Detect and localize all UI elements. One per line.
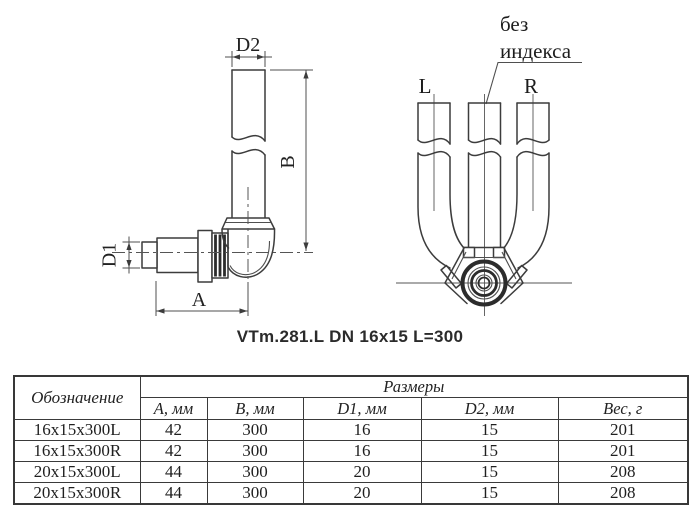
table-row: 20x15x300L 44 300 20 15 208	[13, 461, 689, 483]
cell-b: 300	[206, 482, 304, 505]
dim-d2: D2	[225, 34, 272, 67]
cell-a: 42	[139, 419, 208, 441]
outer-ring	[460, 259, 508, 307]
dim-a: A	[155, 281, 249, 316]
table-row: 20x15x300R 44 300 20 15 208	[13, 482, 689, 505]
cell-d1: 20	[302, 482, 422, 505]
header-designation: Обозначение	[13, 375, 141, 420]
dim-a-label: A	[192, 289, 207, 311]
right-pipe	[501, 102, 550, 269]
no-index-annotation: без индекса	[485, 12, 582, 105]
cell-weight: 208	[557, 482, 689, 505]
cell-a: 44	[139, 482, 208, 505]
cell-a: 42	[139, 440, 208, 462]
cell-weight: 201	[557, 419, 689, 441]
side-view: D2	[99, 34, 313, 316]
cell-d2: 15	[420, 440, 559, 462]
cell-designation: 16x15x300L	[13, 419, 141, 441]
cell-weight: 201	[557, 440, 689, 462]
fitting-flange-nut	[197, 229, 213, 283]
table-row: 16x15x300R 42 300 16 15 201	[13, 440, 689, 462]
cell-designation: 20x15x300R	[13, 482, 141, 505]
nut-chamfer-left	[440, 264, 463, 289]
cell-d1: 20	[302, 461, 422, 483]
union-nut-end-view	[440, 246, 528, 307]
cell-d1: 16	[302, 419, 422, 441]
cell-a: 44	[139, 461, 208, 483]
dim-b-label: B	[277, 155, 299, 168]
leader-line	[485, 61, 582, 105]
fitting-main-body	[156, 237, 199, 274]
cell-b: 300	[206, 419, 304, 441]
dimensions-table: Обозначение Размеры A, мм B, мм D1, мм D…	[13, 375, 690, 505]
cell-d2: 15	[420, 419, 559, 441]
nut-chamfer-right	[505, 264, 528, 289]
dim-b: B	[270, 69, 313, 251]
fitting-port-stub	[141, 241, 158, 269]
cell-designation: 20x15x300L	[13, 461, 141, 483]
cell-b: 300	[206, 440, 304, 462]
table-row: 16x15x300L 42 300 16 15 201	[13, 419, 689, 441]
bore-circle	[477, 276, 491, 290]
dim-d1-label: D1	[99, 243, 121, 267]
cell-b: 300	[206, 461, 304, 483]
left-orientation-label: L	[419, 74, 432, 98]
header-sizes: Размеры	[139, 375, 689, 398]
right-orientation-label: R	[524, 74, 538, 98]
product-caption: VTm.281.L DN 16x15 L=300	[236, 327, 464, 346]
cell-d2: 15	[420, 482, 559, 505]
dim-d1: D1	[99, 236, 140, 274]
header-col-d2: D2, мм	[420, 397, 559, 420]
middle-pipe	[467, 102, 502, 248]
no-index-line1: без	[500, 12, 528, 36]
left-pipe	[417, 102, 467, 269]
inner-ring	[470, 269, 498, 297]
header-col-d1: D1, мм	[302, 397, 422, 420]
technical-drawing: D2	[99, 12, 582, 316]
cell-weight: 208	[557, 461, 689, 483]
header-col-a: A, мм	[139, 397, 208, 420]
no-index-line2: индекса	[500, 39, 572, 63]
orientation-view: без индекса L R	[396, 12, 582, 316]
cell-designation: 16x15x300R	[13, 440, 141, 462]
cell-d2: 15	[420, 461, 559, 483]
fitting-body	[141, 229, 229, 283]
cell-d1: 16	[302, 440, 422, 462]
header-col-b: B, мм	[206, 397, 304, 420]
header-col-weight: Вес, г	[557, 397, 689, 420]
vertical-pipe	[231, 69, 266, 219]
dim-d2-label: D2	[236, 34, 260, 56]
